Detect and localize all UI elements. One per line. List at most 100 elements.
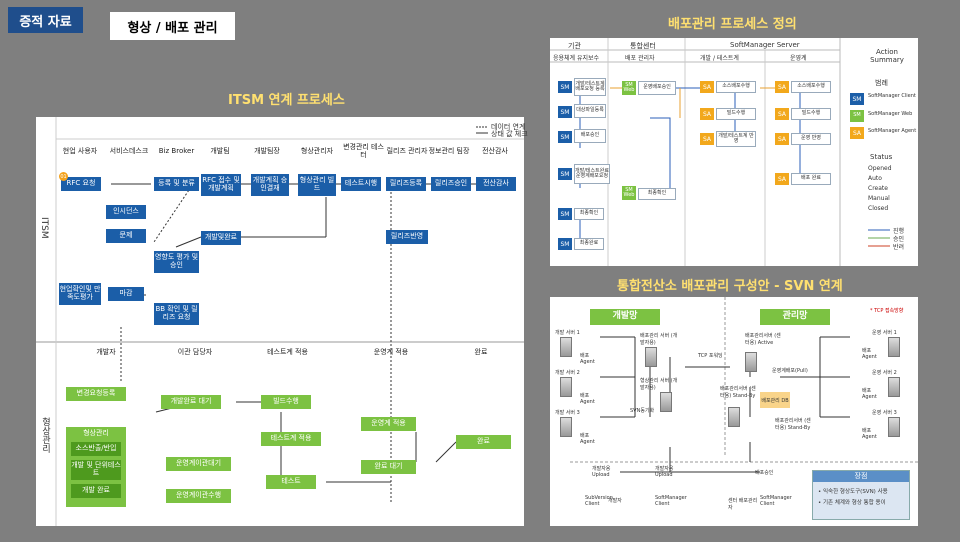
box-problem: 문제 xyxy=(106,229,146,243)
dev-server-3: 개발 서버 3 xyxy=(555,410,580,416)
sm-client-icon: SM xyxy=(558,106,572,118)
sm-agent-icon: SA xyxy=(775,173,789,185)
flow-step-11: 개발/테스트완료 운영계배포요청 xyxy=(574,164,610,184)
op-agent-2: 배포 Agent xyxy=(862,388,877,400)
col-config-manager: 형상관리자 xyxy=(300,147,334,156)
box-release-approve: 릴리즈승인 xyxy=(431,177,471,191)
line-proceed: 진행 xyxy=(893,228,905,235)
status-title: Status xyxy=(870,153,893,161)
box-op-apply: 운영계 적용 xyxy=(361,417,416,431)
summary-item-2: • 기존 체계와 형상 통합 용이 xyxy=(818,500,886,506)
box-config-build: 형상관리 빌드 xyxy=(298,174,336,196)
col-audit: 전산감사 xyxy=(482,147,508,156)
dev-server-2-icon xyxy=(560,377,572,397)
box-dev-wait: 개발완료 대기 xyxy=(161,395,221,409)
config-col-developer: 개발자 xyxy=(96,348,116,357)
flow-step-8: 소스배포수행 xyxy=(791,81,831,93)
config-server-icon xyxy=(660,392,672,412)
center-server-label: 배포관리서버 (센터용) Stand-By xyxy=(775,418,811,431)
sub-operation: 운영계 xyxy=(790,55,807,62)
flow-step-13: 최종확인 xyxy=(574,208,604,220)
flow-step-1: 개발/테스트계 배포요청 등록 xyxy=(574,78,606,96)
legend-sm-agent: SoftManager Agent xyxy=(868,128,917,134)
svn-config-diagram: 개발망 관리망 * TCP 접속방향 개발 서버 1 배포 Agent 개발 서… xyxy=(550,297,918,526)
dev-agent-3: 배포 Agent xyxy=(580,433,595,445)
deploy-grid xyxy=(550,38,890,266)
box-op-transfer-do: 운영계이관수행 xyxy=(166,489,231,503)
sm-agent-icon: SA xyxy=(700,81,714,93)
box-release-apply: 릴리즈반영 xyxy=(386,230,428,244)
svn-client-role: 개발자용 Upload xyxy=(592,466,611,478)
center-active-icon xyxy=(745,352,757,372)
config-col-op-apply: 운영계 적용 xyxy=(373,348,409,357)
legend-sm-web-icon: SM xyxy=(850,110,864,122)
dev-deploy-server-icon xyxy=(645,347,657,367)
box-test-run: 테스트시행 xyxy=(341,177,381,191)
config-server-label: 형상관리 서버 (개발자용) xyxy=(640,378,678,391)
col-release-manager: 릴리즈 관리자 xyxy=(386,147,428,156)
op-agent-1: 배포 Agent xyxy=(862,348,877,360)
op-server-2-icon xyxy=(888,377,900,397)
dev-agent-1: 배포 Agent xyxy=(580,353,595,365)
sm-client-icon: SM xyxy=(558,208,572,220)
box-bb-confirm: BB 확인 및 릴리즈 요청 xyxy=(154,303,199,325)
legend-sm-web: SoftManager Web xyxy=(868,111,913,117)
box-user-confirm: 현업확인및 만족도평가 xyxy=(59,283,101,305)
config-col-test-apply: 테스트계 적용 xyxy=(267,348,308,357)
legend-sm-agent-icon: SA xyxy=(850,127,864,139)
step-num: 01 xyxy=(59,172,68,181)
hdr-org: 기관 xyxy=(568,42,581,50)
legend-status-check: 상태 값 체크 xyxy=(491,130,528,138)
flow-step-7: 개발/테스트계 반영 xyxy=(716,131,756,147)
op-agent-3: 배포 Agent xyxy=(862,428,877,440)
sm-web-icon: SM Web xyxy=(622,186,636,200)
legend-sm-client: SoftManager Client xyxy=(868,93,916,99)
dev-server-1-icon xyxy=(560,337,572,357)
zone-dev: 개발망 xyxy=(590,309,660,325)
center-admin-person: 센터 배포관리자 xyxy=(728,498,758,511)
status-manual: Manual xyxy=(868,195,890,202)
flow-step-6: 빌드수행 xyxy=(716,108,756,120)
box-op-transfer-wait: 운영계이관대기 xyxy=(166,457,231,471)
flow-step-9: 빌드수행 xyxy=(791,108,831,120)
sm-agent-icon: SA xyxy=(775,81,789,93)
summary-title: 장점 xyxy=(813,471,909,482)
sm-client-icon: SM xyxy=(558,131,572,143)
box-dev-unit-test: 개발 및 단위테스트 xyxy=(71,460,121,480)
summary-item-1-text: 익숙한 형상도구(SVN) 사용 xyxy=(823,489,888,495)
flow-step-12: 최종확인 xyxy=(638,188,676,200)
col-service-desk: 서비스데스크 xyxy=(109,147,149,156)
box-impact-eval: 영향도 평가 및 승인 xyxy=(154,251,199,273)
flow-step-14: 최종완료 xyxy=(574,238,604,250)
op-server-1: 운영 서버 1 xyxy=(872,330,897,336)
sm-agent-icon: SA xyxy=(700,133,714,145)
evidence-tag: 증적 자료 xyxy=(8,7,83,33)
sm-client-icon: SM xyxy=(558,168,572,180)
status-auto: Auto xyxy=(868,175,882,182)
deploy-approve: 배포승인 xyxy=(755,470,774,476)
hdr-action-summary: Action Summary xyxy=(870,48,904,64)
flow-step-5: 소스배포수행 xyxy=(716,81,756,93)
sub-dev-test: 개발 / 테스트계 xyxy=(700,55,739,62)
summary-item-1: • 익숙한 형상도구(SVN) 사용 xyxy=(818,489,888,495)
sm-agent-icon: SA xyxy=(775,108,789,120)
flow-step-15: 배포 완료 xyxy=(791,173,831,185)
box-audit: 전산감사 xyxy=(476,177,516,191)
svn-client: SubVersion Client xyxy=(585,495,613,507)
flow-step-3: 배포승인 xyxy=(574,129,606,143)
sm-client-icon: SM xyxy=(558,238,572,250)
op-server-3: 운영 서버 3 xyxy=(872,410,897,416)
sm-agent-icon: SA xyxy=(700,108,714,120)
box-build: 빌드수행 xyxy=(261,395,311,409)
lane-config-label: 형상관리 xyxy=(40,417,50,453)
page-title: 형상 / 배포 관리 xyxy=(110,12,235,40)
hdr-center: 통합센터 xyxy=(630,42,656,50)
box-complete-wait: 완료 대기 xyxy=(361,460,416,474)
box-release-register: 릴리즈등록 xyxy=(386,177,426,191)
hdr-server: SoftManager Server xyxy=(730,41,800,49)
line-reject: 반려 xyxy=(893,244,905,251)
svn-sync: SVN동기화 xyxy=(630,408,655,414)
center-standby-label: 배포관리서버 (센터용) Stand-By xyxy=(720,386,756,399)
deploy-db: 배포관리 DB xyxy=(760,392,790,408)
box-rfc-request: RFC 요청 xyxy=(61,177,101,191)
